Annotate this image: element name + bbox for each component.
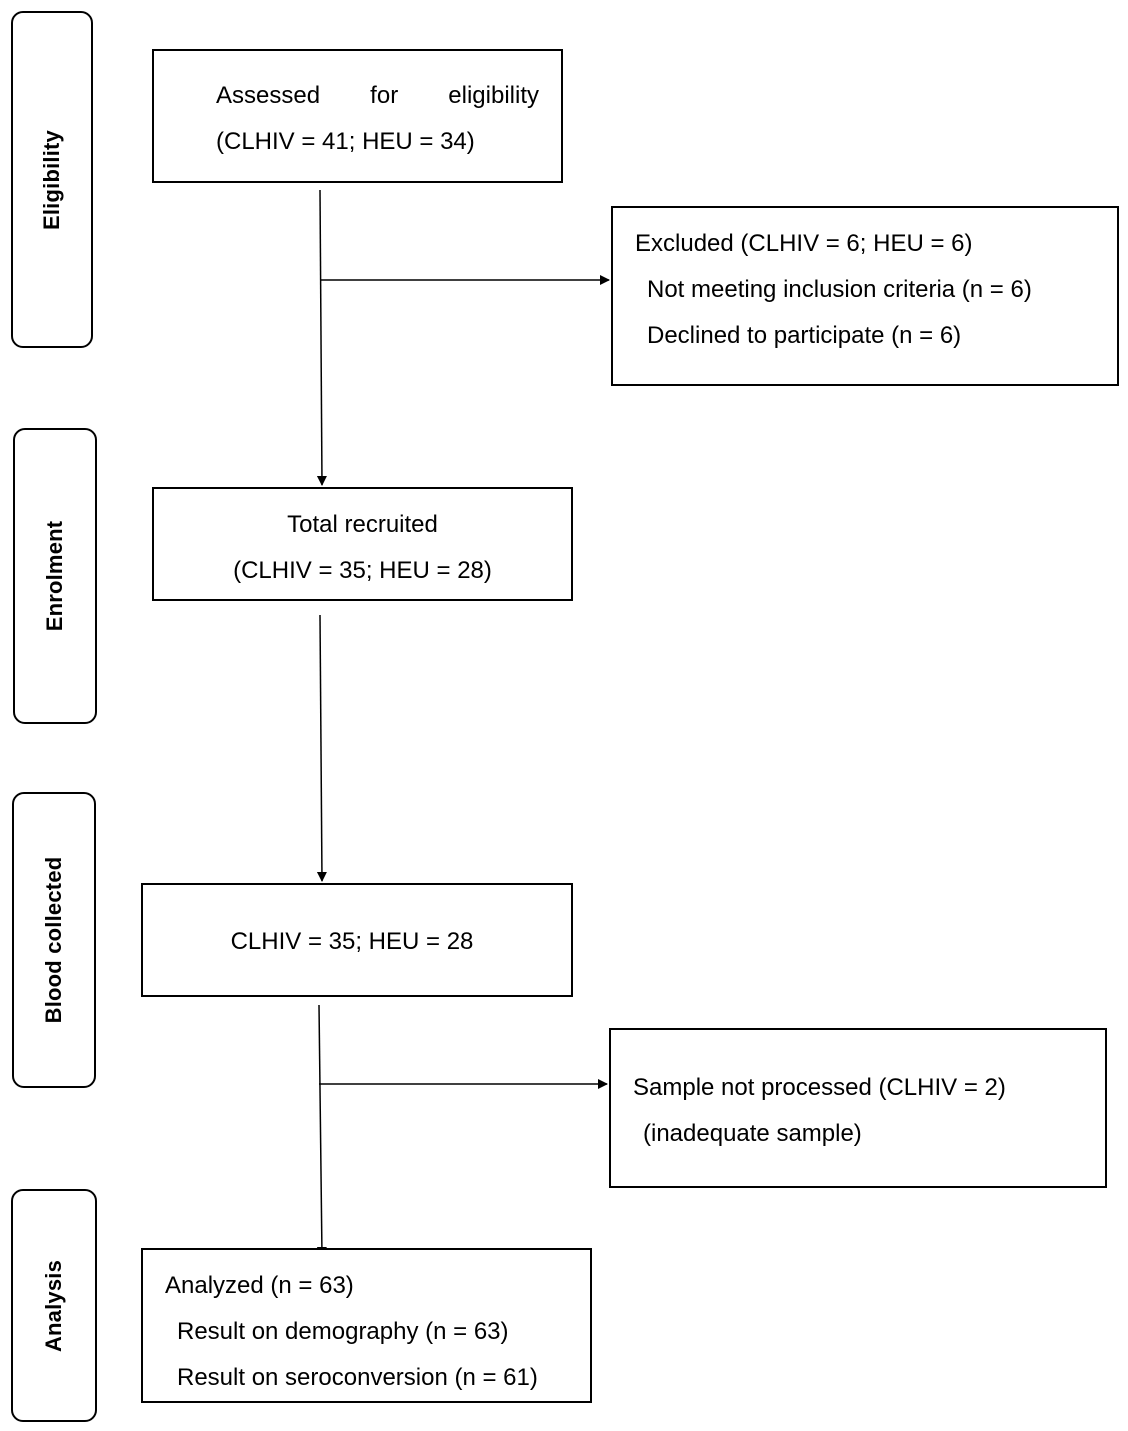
arrow-assessed-to-recruited: [316, 189, 327, 486]
excluded-reason-criteria: Not meeting inclusion criteria (n = 6): [647, 276, 1032, 303]
assessed-title: Assessed for eligibility: [216, 73, 539, 119]
phase-analysis: Analysis: [11, 1189, 97, 1422]
excluded-reason-declined: Declined to participate (n = 6): [647, 322, 962, 349]
phase-blood-collected: Blood collected: [12, 792, 96, 1088]
phase-enrolment: Enrolment: [13, 428, 97, 724]
assessed-word-1: Assessed: [216, 82, 321, 109]
phase-analysis-label: Analysis: [41, 1259, 66, 1352]
arrow-blood-to-analyzed: [316, 1004, 327, 1257]
analyzed-demography: Result on demography (n = 63): [177, 1318, 509, 1345]
assessed-word-2: for: [370, 82, 399, 109]
not-processed-reason: (inadequate sample): [643, 1120, 862, 1147]
phase-blood-collected-label: Blood collected: [41, 856, 66, 1024]
excluded-title: Excluded (CLHIV = 6; HEU = 6): [635, 230, 973, 257]
phase-eligibility-label: Eligibility: [39, 129, 64, 230]
recruited-counts: (CLHIV = 35; HEU = 28): [233, 557, 492, 584]
analyzed-seroconversion: Result on seroconversion (n = 61): [177, 1364, 538, 1391]
arrow-recruited-to-blood: [316, 614, 327, 882]
assessed-word-3: eligibility: [448, 82, 539, 109]
analyzed-title: Analyzed (n = 63): [165, 1272, 354, 1299]
phase-eligibility: Eligibility: [11, 11, 93, 348]
not-processed-box: Sample not processed (CLHIV = 2) (inadeq…: [609, 1028, 1107, 1188]
blood-collected-box: CLHIV = 35; HEU = 28: [141, 883, 573, 997]
assessed-box: Assessed for eligibility (CLHIV = 41; HE…: [152, 49, 563, 183]
analyzed-box: Analyzed (n = 63) Result on demography (…: [141, 1248, 592, 1403]
recruited-title: Total recruited: [287, 511, 438, 538]
assessed-counts: (CLHIV = 41; HEU = 34): [216, 128, 475, 155]
not-processed-title: Sample not processed (CLHIV = 2): [633, 1074, 1006, 1101]
excluded-box: Excluded (CLHIV = 6; HEU = 6) Not meetin…: [611, 206, 1119, 386]
phase-enrolment-label: Enrolment: [42, 520, 67, 632]
recruited-box: Total recruited (CLHIV = 35; HEU = 28): [152, 487, 573, 601]
blood-collected-counts: CLHIV = 35; HEU = 28: [230, 928, 474, 955]
